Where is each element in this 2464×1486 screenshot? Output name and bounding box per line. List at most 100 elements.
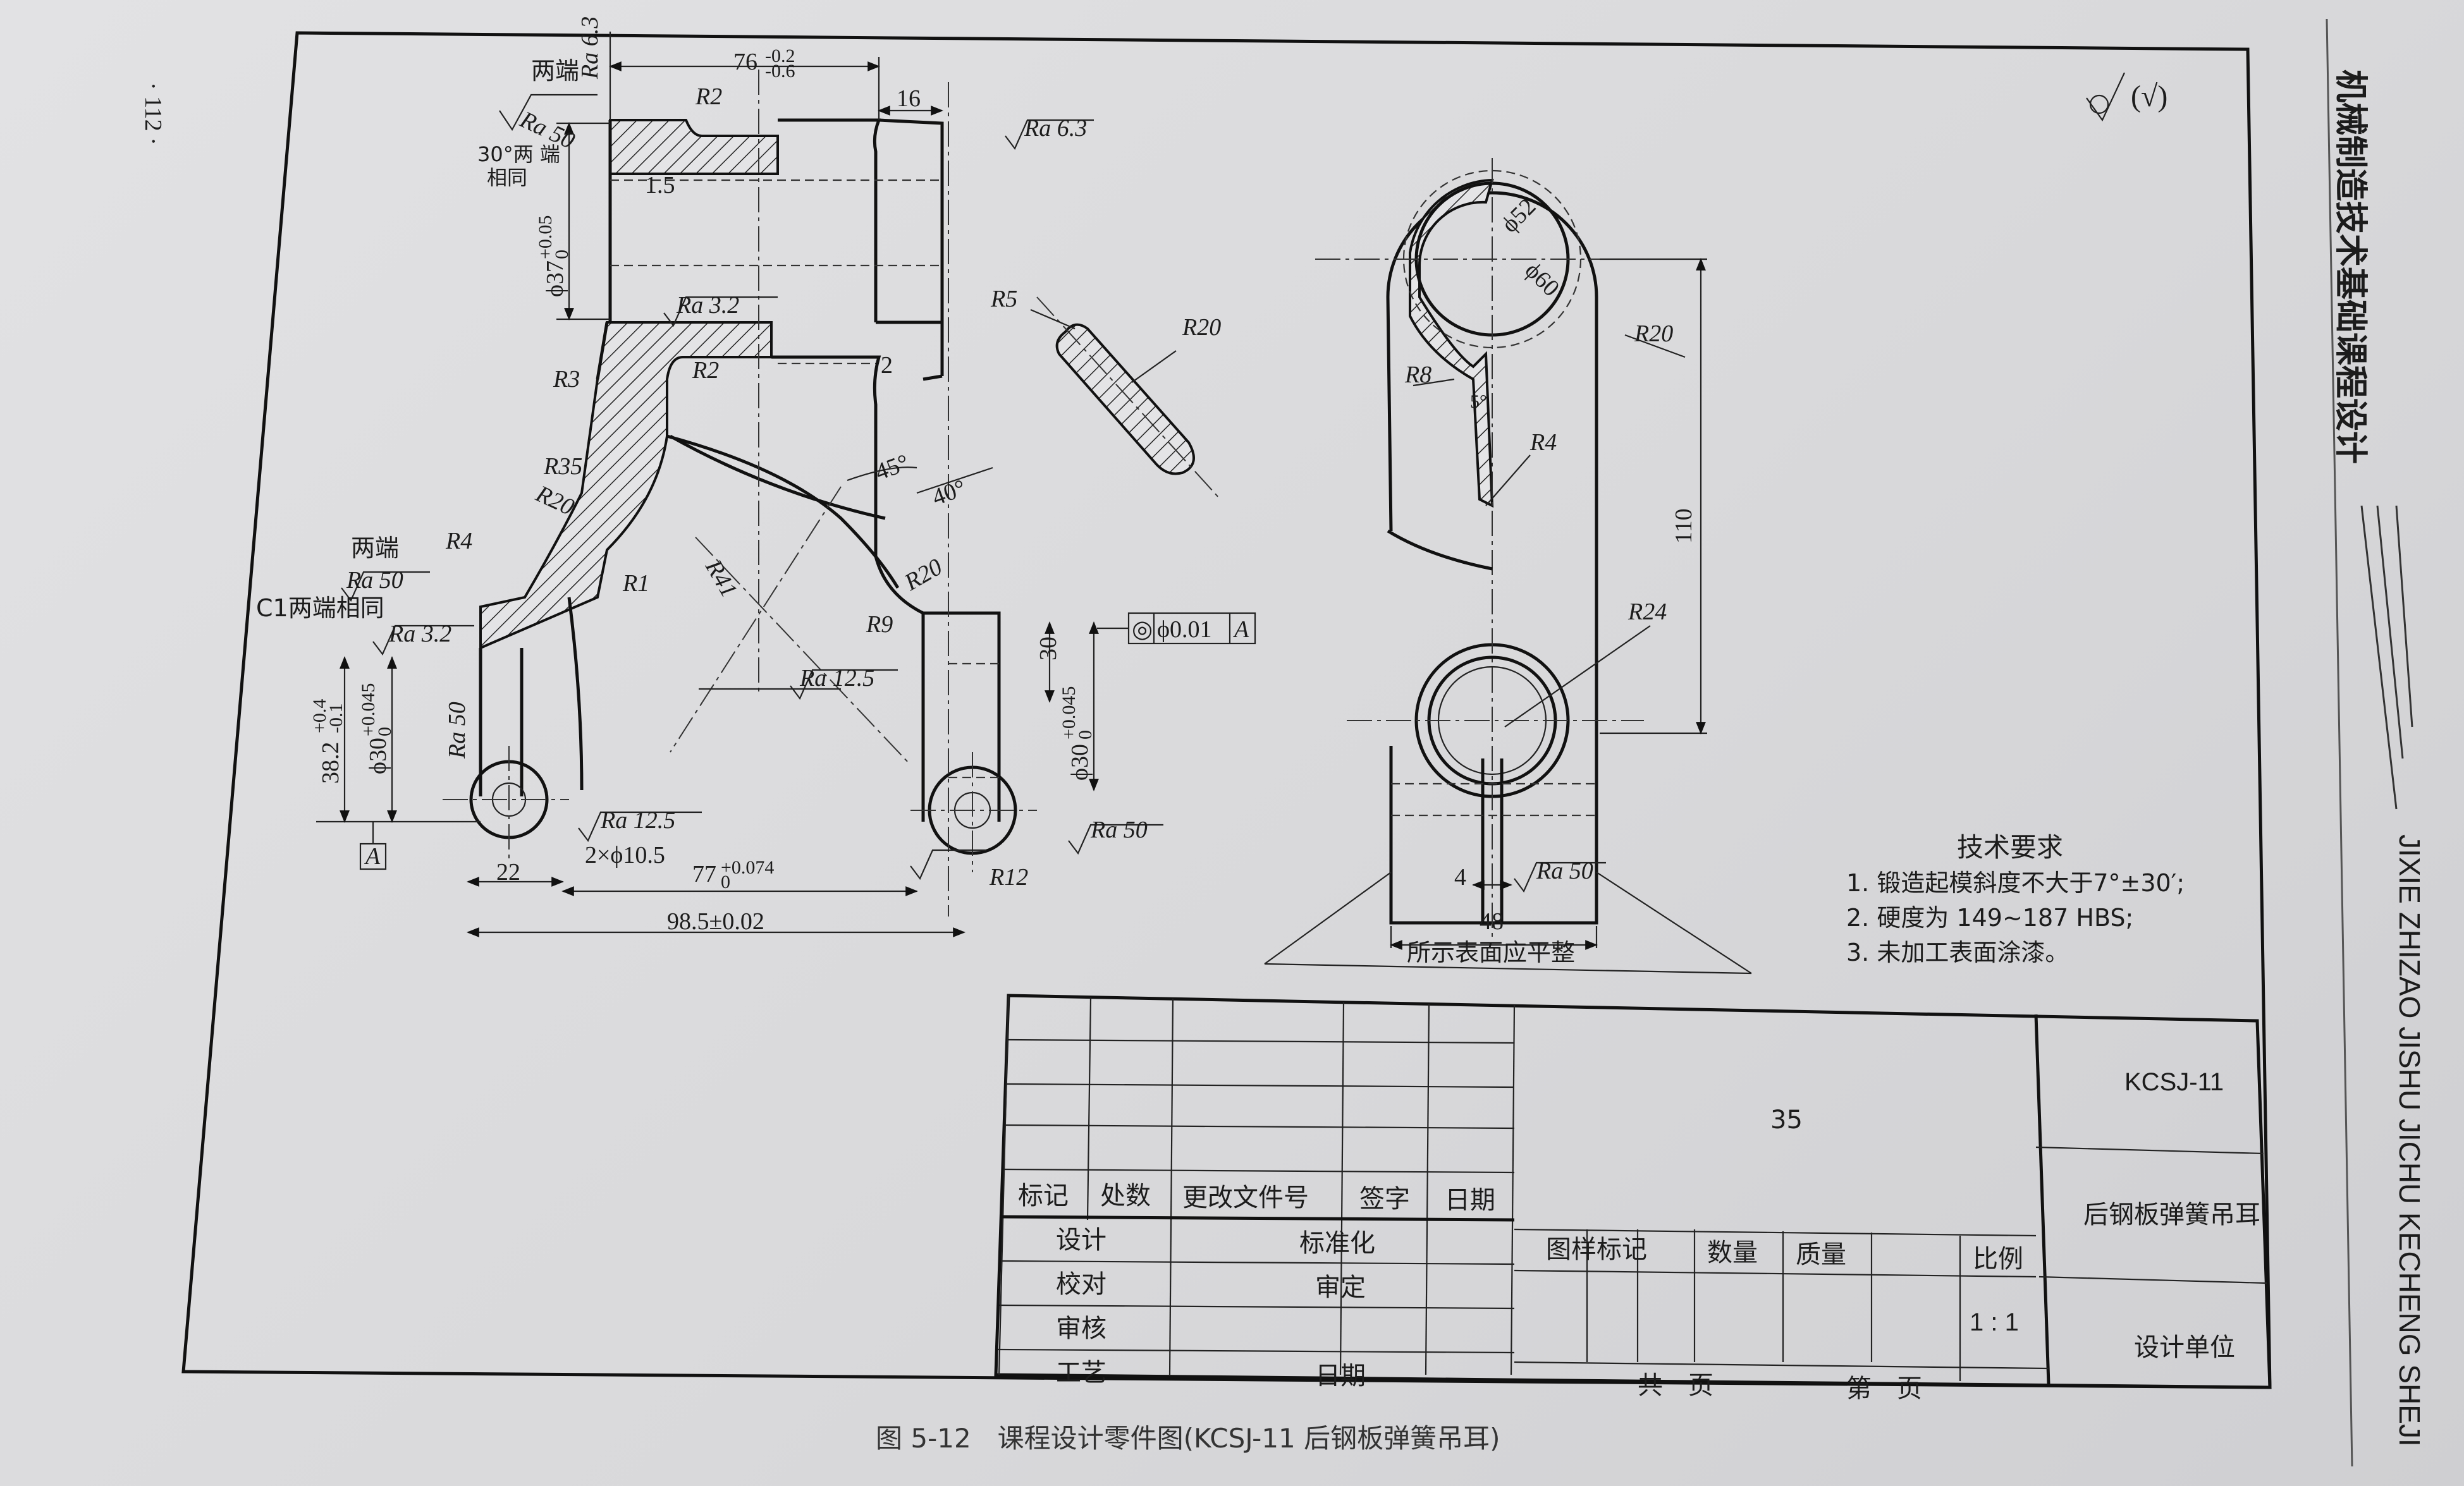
dim-r9: R9 bbox=[866, 611, 893, 638]
note-both-ends-2: 两端 bbox=[351, 534, 399, 562]
dim-40deg: 40° bbox=[929, 475, 969, 511]
tech-requirements: 技术要求 1. 锻造起模斜度不大于7°±30′; 2. 硬度为 149~187 … bbox=[1846, 832, 2185, 966]
page-edge bbox=[2326, 18, 2353, 1467]
dim-45deg: 45° bbox=[872, 449, 912, 486]
default-surface-finish: (√) bbox=[2086, 72, 2167, 122]
ra-3-2-b: Ra 3.2 bbox=[388, 621, 451, 647]
tech-item-2: 2. 硬度为 149~187 HBS; bbox=[1846, 904, 2133, 932]
dim-d30-right: ϕ30 bbox=[1067, 744, 1093, 781]
front-view: 76 -0.2 -0.6 16 R2 R2 R3 R35 R20 R4 R1 R… bbox=[256, 16, 1256, 937]
tol-frame-datum: A bbox=[1232, 616, 1249, 643]
tb-review: 审核 bbox=[1056, 1314, 1106, 1343]
dim-98-5: 98.5±0.02 bbox=[667, 908, 764, 935]
tb-rev-doc: 更改文件号 bbox=[1182, 1183, 1309, 1212]
tb-rev-mark: 标记 bbox=[1018, 1181, 1069, 1210]
side-dim-48: 48 bbox=[1480, 908, 1504, 935]
dim-r3: R3 bbox=[553, 366, 580, 393]
side-dim-110: 110 bbox=[1670, 508, 1697, 544]
datum-box bbox=[359, 843, 387, 870]
side-ra-50: Ra 50 bbox=[1536, 858, 1593, 884]
side-r24: R24 bbox=[1627, 599, 1667, 625]
tb-pattern-mark: 图样标记 bbox=[1546, 1235, 1647, 1264]
tb-material: 35 bbox=[1770, 1105, 1803, 1135]
dim-d37-tol-upper: +0.05 bbox=[535, 216, 556, 259]
tb-design: 设计 bbox=[1056, 1226, 1106, 1255]
side-decor-lines bbox=[2360, 505, 2413, 810]
dim-d30-right-tol-upper: +0.045 bbox=[1058, 686, 1079, 740]
tb-scale-label: 比例 bbox=[1973, 1245, 2023, 1274]
dim-r4: R4 bbox=[445, 528, 472, 554]
side-view: ϕ52 ϕ60 R20 R8 R4 5° 110 R24 4 48 Ra 50 … bbox=[1264, 158, 1752, 975]
dim-r35: R35 bbox=[543, 453, 582, 480]
title-block: 35 KCSJ-11 后钢板弹簧吊耳 设计单位 标记 处数 更改文件号 签字 日… bbox=[994, 994, 2272, 1403]
dim-d30-left: ϕ30 bbox=[365, 738, 391, 774]
tol-frame-symbol: ◎ bbox=[1132, 616, 1153, 643]
tech-title: 技术要求 bbox=[1957, 832, 2063, 863]
tb-rev-date: 日期 bbox=[1445, 1186, 1495, 1215]
dim-76-tol-lower: -0.6 bbox=[765, 61, 795, 82]
tb-process: 工艺 bbox=[1056, 1358, 1106, 1387]
note-c1-same: C1两端相同 bbox=[256, 594, 384, 622]
ra-50-d: Ra 50 bbox=[1090, 817, 1148, 843]
note-chamfer-30-l1: 30°两 端 bbox=[477, 142, 560, 166]
tb-approve: 审定 bbox=[1315, 1273, 1366, 1302]
tb-total-sheets: 共 页 bbox=[1638, 1371, 1713, 1400]
dim-d37: ϕ37 bbox=[542, 260, 568, 297]
tb-quantity: 数量 bbox=[1707, 1238, 1758, 1267]
dim-d37-tol-lower: 0 bbox=[551, 250, 572, 259]
tb-mass: 质量 bbox=[1796, 1240, 1846, 1269]
section-r5: R5 bbox=[990, 286, 1017, 312]
side-dim-4: 4 bbox=[1454, 864, 1466, 891]
dim-76-tol-upper: -0.2 bbox=[765, 46, 795, 66]
ra-50-c: Ra 50 bbox=[444, 702, 470, 759]
side-r4: R4 bbox=[1529, 429, 1557, 456]
dim-h38-tol-upper: +0.4 bbox=[309, 699, 330, 733]
section-r20: R20 bbox=[1182, 314, 1221, 341]
ra-12-5-b: Ra 12.5 bbox=[600, 807, 675, 834]
ra-flag bbox=[499, 94, 598, 131]
ra-6-3-b: Ra 6.3 bbox=[1024, 115, 1087, 142]
dim-d30-right-tol-lower: 0 bbox=[1075, 730, 1096, 740]
dim-77: 77 bbox=[692, 861, 716, 887]
dim-r1: R1 bbox=[622, 570, 649, 597]
datum-label: A bbox=[364, 843, 381, 870]
figure-caption: 图 5-12 课程设计零件图(KCSJ-11 后钢板弹簧吊耳) bbox=[876, 1423, 1500, 1454]
dim-1-5: 1.5 bbox=[645, 172, 675, 198]
tb-drawing-no: KCSJ-11 bbox=[2124, 1068, 2224, 1096]
tb-scale-value: 1 : 1 bbox=[1970, 1308, 2019, 1336]
tb-company: 设计单位 bbox=[2134, 1333, 2235, 1362]
side-5deg: 5° bbox=[1470, 391, 1487, 412]
dim-holes: 2×ϕ10.5 bbox=[585, 842, 665, 868]
side-r20: R20 bbox=[1634, 320, 1673, 347]
dim-r12: R12 bbox=[989, 864, 1028, 891]
page-number: · 112 · bbox=[140, 82, 166, 145]
side-r8: R8 bbox=[1404, 362, 1431, 388]
dim-d30-left-tol-lower: 0 bbox=[374, 727, 395, 736]
dim-77-tol-lower: 0 bbox=[721, 872, 730, 892]
dim-h38-tol-lower: -0.1 bbox=[326, 703, 346, 734]
ra-6-3-a: Ra 6.3 bbox=[577, 16, 603, 80]
dim-16: 16 bbox=[897, 85, 921, 112]
dim-77-tol-upper: +0.074 bbox=[721, 857, 774, 878]
tol-frame-value: ϕ0.01 bbox=[1157, 616, 1212, 643]
note-both-ends-1: 两端 bbox=[531, 57, 579, 85]
tb-sheet-no: 第 页 bbox=[1846, 1374, 1922, 1403]
side-d52: ϕ52 bbox=[1497, 193, 1542, 238]
dim-2: 2 bbox=[881, 352, 893, 379]
side-flat-note: 所示表面应平整 bbox=[1407, 939, 1575, 966]
ra-3-2-a: Ra 3.2 bbox=[676, 292, 739, 319]
dim-76: 76 bbox=[733, 49, 757, 75]
dim-r20b: R20 bbox=[900, 554, 947, 596]
dim-r41: R41 bbox=[700, 555, 742, 602]
dim-r2-mid: R2 bbox=[692, 357, 719, 384]
tech-item-1: 1. 锻造起模斜度不大于7°±30′; bbox=[1846, 869, 2185, 897]
tb-standardize: 标准化 bbox=[1299, 1229, 1375, 1258]
dim-d30-left-tol-upper: +0.045 bbox=[358, 683, 379, 736]
tb-check: 校对 bbox=[1056, 1270, 1106, 1299]
hatch-top bbox=[609, 119, 779, 175]
ra-12-5-a: Ra 12.5 bbox=[799, 665, 874, 691]
tech-item-3: 3. 未加工表面涂漆。 bbox=[1846, 939, 2069, 966]
tb-date: 日期 bbox=[1315, 1361, 1366, 1391]
side-title-cn: 机械制造技术基础课程设计 bbox=[2331, 70, 2369, 464]
